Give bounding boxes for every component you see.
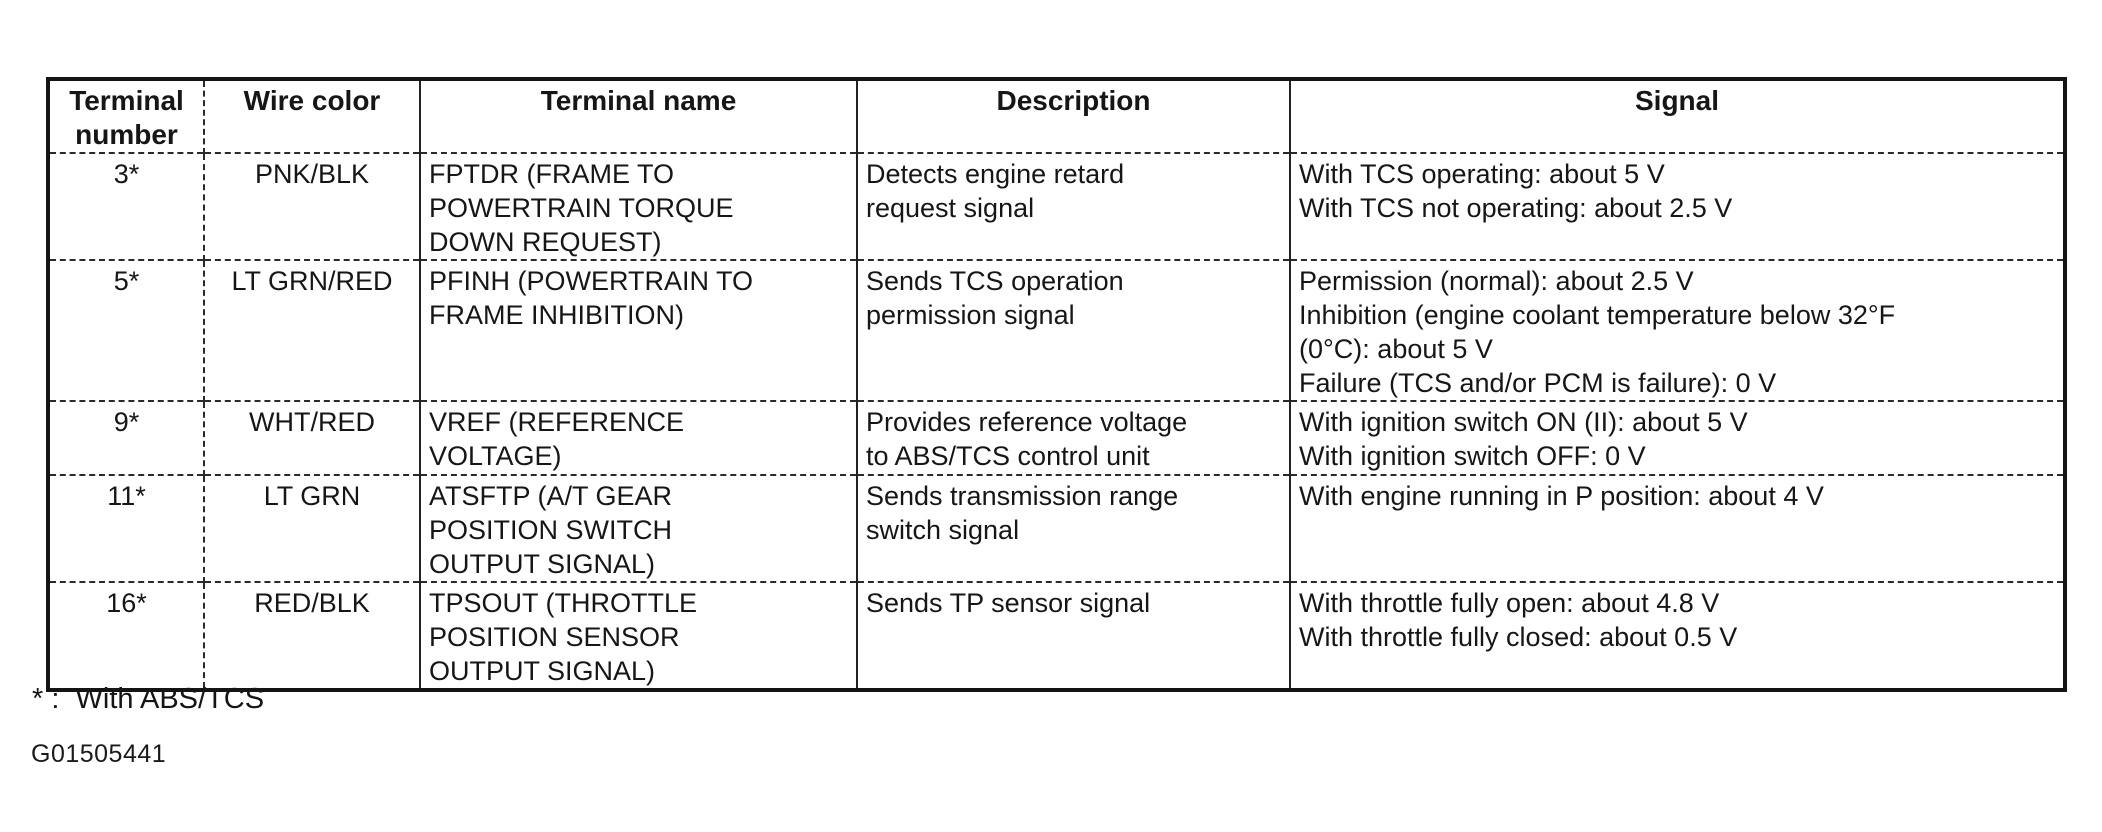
col-header-terminal-name: Terminal name — [419, 79, 857, 153]
table-row: 11* LT GRN ATSFTP (A/T GEAR POSITION SWI… — [48, 474, 2065, 582]
cell-terminal-number: 11* — [48, 474, 204, 582]
terminal-pinout-table: Terminal number Wire color Terminal name… — [46, 77, 2067, 692]
cell-description: Sends TCS operation permission signal — [856, 259, 1290, 401]
cell-description: Provides reference voltage to ABS/TCS co… — [856, 400, 1290, 475]
col-header-wire-color: Wire color — [203, 79, 420, 153]
cell-terminal-name: PFINH (POWERTRAIN TO FRAME INHIBITION) — [419, 259, 857, 401]
asterisk-footnote: * : With ABS/TCS — [32, 683, 265, 715]
cell-terminal-number: 3* — [48, 152, 204, 260]
cell-terminal-name: TPSOUT (THROTTLE POSITION SENSOR OUTPUT … — [419, 581, 857, 690]
cell-wire-color: WHT/RED — [203, 400, 420, 475]
cell-description: Sends TP sensor signal — [856, 581, 1290, 690]
cell-wire-color: LT GRN/RED — [203, 259, 420, 401]
cell-terminal-name: ATSFTP (A/T GEAR POSITION SWITCH OUTPUT … — [419, 474, 857, 582]
table-row: 5* LT GRN/RED PFINH (POWERTRAIN TO FRAME… — [48, 259, 2065, 401]
cell-description: Sends transmission range switch signal — [856, 474, 1290, 582]
cell-wire-color: LT GRN — [203, 474, 420, 582]
cell-terminal-number: 16* — [48, 581, 204, 690]
cell-wire-color: RED/BLK — [203, 581, 420, 690]
cell-wire-color: PNK/BLK — [203, 152, 420, 260]
table-row: 3* PNK/BLK FPTDR (FRAME TO POWERTRAIN TO… — [48, 152, 2065, 260]
cell-description: Detects engine retard request signal — [856, 152, 1290, 260]
table-row: 16* RED/BLK TPSOUT (THROTTLE POSITION SE… — [48, 581, 2065, 690]
cell-signal: With throttle fully open: about 4.8 V Wi… — [1289, 581, 2065, 690]
figure-id: G01505441 — [31, 740, 167, 768]
col-header-description: Description — [856, 79, 1290, 153]
cell-signal: With TCS operating: about 5 V With TCS n… — [1289, 152, 2065, 260]
cell-signal: With ignition switch ON (II): about 5 V … — [1289, 400, 2065, 475]
cell-terminal-number: 9* — [48, 400, 204, 475]
table-header-row: Terminal number Wire color Terminal name… — [48, 79, 2065, 153]
cell-signal: With engine running in P position: about… — [1289, 474, 2065, 582]
cell-signal: Permission (normal): about 2.5 V Inhibit… — [1289, 259, 2065, 401]
col-header-signal: Signal — [1289, 79, 2065, 153]
cell-terminal-number: 5* — [48, 259, 204, 401]
table-row: 9* WHT/RED VREF (REFERENCE VOLTAGE) Prov… — [48, 400, 2065, 475]
cell-terminal-name: VREF (REFERENCE VOLTAGE) — [419, 400, 857, 475]
cell-terminal-name: FPTDR (FRAME TO POWERTRAIN TORQUE DOWN R… — [419, 152, 857, 260]
col-header-terminal-number: Terminal number — [69, 85, 184, 150]
